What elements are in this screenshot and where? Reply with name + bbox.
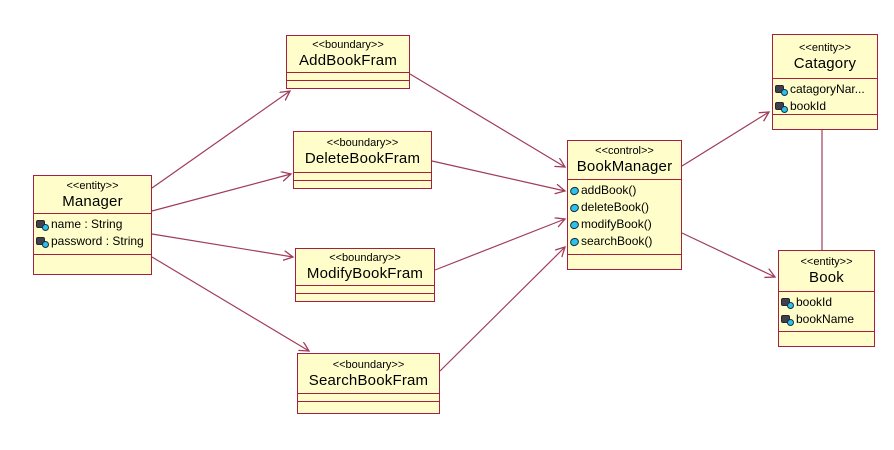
class-header: <<entity>>Catagory bbox=[773, 35, 877, 78]
attribute-row: name : String bbox=[36, 216, 150, 233]
empty-compartment bbox=[294, 172, 431, 180]
association-manager-to-searchbookfram[interactable] bbox=[151, 256, 309, 351]
operation-label: deleteBook() bbox=[581, 200, 650, 214]
operations-compartment: addBook() deleteBook() modifyBook() searchB… bbox=[568, 179, 681, 254]
empty-compartment bbox=[779, 331, 874, 346]
operation-label: searchBook() bbox=[581, 234, 653, 248]
attribute-icon bbox=[775, 101, 788, 113]
attribute-icon bbox=[36, 236, 49, 248]
class-addbookfram[interactable]: <<boundary>>AddBookFram bbox=[286, 35, 410, 89]
class-modifybookfram[interactable]: <<boundary>>ModifyBookFram bbox=[295, 248, 435, 302]
operation-icon bbox=[568, 219, 581, 230]
class-name: SearchBookFram bbox=[308, 371, 429, 389]
attribute-icon bbox=[781, 314, 794, 326]
operation-label: addBook() bbox=[581, 183, 637, 197]
operation-icon bbox=[568, 185, 581, 196]
attribute-label: password : String bbox=[51, 234, 144, 248]
operation-row: addBook() bbox=[568, 182, 680, 199]
association-manager-to-addbookfram[interactable] bbox=[151, 91, 290, 189]
stereotype-label: <<boundary>> bbox=[332, 358, 405, 371]
stereotype-label: <<entity>> bbox=[799, 41, 851, 54]
empty-compartment bbox=[34, 254, 151, 274]
association-bookmanager-to-catagory[interactable] bbox=[681, 112, 769, 167]
class-header: <<boundary>>ModifyBookFram bbox=[296, 249, 434, 285]
stereotype-label: <<entity>> bbox=[66, 179, 119, 192]
stereotype-label: <<control>> bbox=[595, 145, 654, 157]
class-manager[interactable]: <<entity>>Manager name : String password :… bbox=[33, 175, 152, 275]
class-searchbookfram[interactable]: <<boundary>>SearchBookFram bbox=[297, 353, 440, 414]
operation-row: deleteBook() bbox=[568, 199, 680, 216]
attribute-label: bookName bbox=[796, 312, 855, 326]
empty-compartment bbox=[773, 114, 877, 129]
attribute-icon bbox=[36, 219, 49, 231]
attribute-label: name : String bbox=[51, 217, 123, 231]
class-name: AddBookFram bbox=[298, 52, 398, 69]
operation-row: modifyBook() bbox=[568, 216, 680, 233]
attribute-icon bbox=[775, 84, 788, 96]
attribute-row: bookName bbox=[781, 311, 873, 328]
association-modifybookfram-to-bookmanager[interactable] bbox=[434, 219, 565, 271]
operation-icon bbox=[568, 236, 581, 247]
empty-compartment bbox=[298, 401, 439, 413]
empty-compartment bbox=[296, 285, 434, 293]
attribute-row: catagoryNar... bbox=[775, 81, 876, 98]
association-addbookfram-to-bookmanager[interactable] bbox=[409, 73, 565, 167]
operation-label: modifyBook() bbox=[581, 217, 652, 231]
association-bookmanager-to-book[interactable] bbox=[681, 232, 775, 277]
class-catagory[interactable]: <<entity>>Catagory catagoryNar... bookId bbox=[772, 34, 878, 130]
operation-icon bbox=[568, 202, 581, 213]
stereotype-label: <<entity>> bbox=[800, 256, 853, 268]
class-bookmanager[interactable]: <<control>>BookManager addBook() deleteBoo… bbox=[567, 140, 682, 270]
class-name: Catagory bbox=[793, 54, 857, 72]
empty-compartment bbox=[568, 254, 681, 269]
class-deletebookfram[interactable]: <<boundary>>DeleteBookFram bbox=[293, 131, 432, 189]
stereotype-label: <<boundary>> bbox=[312, 39, 384, 51]
association-manager-to-deletebookfram[interactable] bbox=[151, 174, 291, 212]
empty-compartment bbox=[298, 393, 439, 401]
attribute-label: catagoryNar... bbox=[790, 82, 865, 96]
class-header: <<boundary>>AddBookFram bbox=[287, 36, 409, 72]
class-name: Manager bbox=[62, 192, 123, 210]
class-name: BookManager bbox=[576, 158, 673, 175]
attribute-row: bookId bbox=[781, 294, 873, 311]
empty-compartment bbox=[287, 80, 409, 88]
operation-row: searchBook() bbox=[568, 233, 680, 250]
class-header: <<control>>BookManager bbox=[568, 141, 681, 179]
attribute-row: bookId bbox=[775, 98, 876, 114]
class-name: Book bbox=[809, 269, 844, 286]
class-header: <<entity>>Book bbox=[779, 251, 874, 291]
association-deletebookfram-to-bookmanager[interactable] bbox=[431, 160, 565, 191]
stereotype-label: <<boundary>> bbox=[326, 137, 399, 149]
association-searchbookfram-to-bookmanager[interactable] bbox=[439, 247, 565, 372]
empty-compartment bbox=[287, 72, 409, 80]
attributes-compartment: name : String password : String bbox=[34, 213, 151, 254]
empty-compartment bbox=[296, 293, 434, 301]
class-name: ModifyBookFram bbox=[306, 265, 424, 282]
class-name: DeleteBookFram bbox=[304, 150, 421, 167]
attributes-compartment: catagoryNar... bookId bbox=[773, 78, 877, 114]
class-header: <<entity>>Manager bbox=[34, 176, 151, 213]
attribute-label: bookId bbox=[796, 295, 833, 309]
attribute-icon bbox=[781, 297, 794, 309]
stereotype-label: <<boundary>> bbox=[329, 252, 401, 264]
attribute-row: password : String bbox=[36, 233, 150, 250]
attributes-compartment: bookId bookName bbox=[779, 291, 874, 331]
empty-compartment bbox=[294, 180, 431, 188]
class-header: <<boundary>>SearchBookFram bbox=[298, 354, 439, 393]
attribute-label: bookId bbox=[790, 99, 827, 113]
association-manager-to-modifybookfram[interactable] bbox=[151, 233, 293, 257]
class-header: <<boundary>>DeleteBookFram bbox=[294, 132, 431, 172]
class-book[interactable]: <<entity>>Book bookId bookName bbox=[778, 250, 875, 347]
